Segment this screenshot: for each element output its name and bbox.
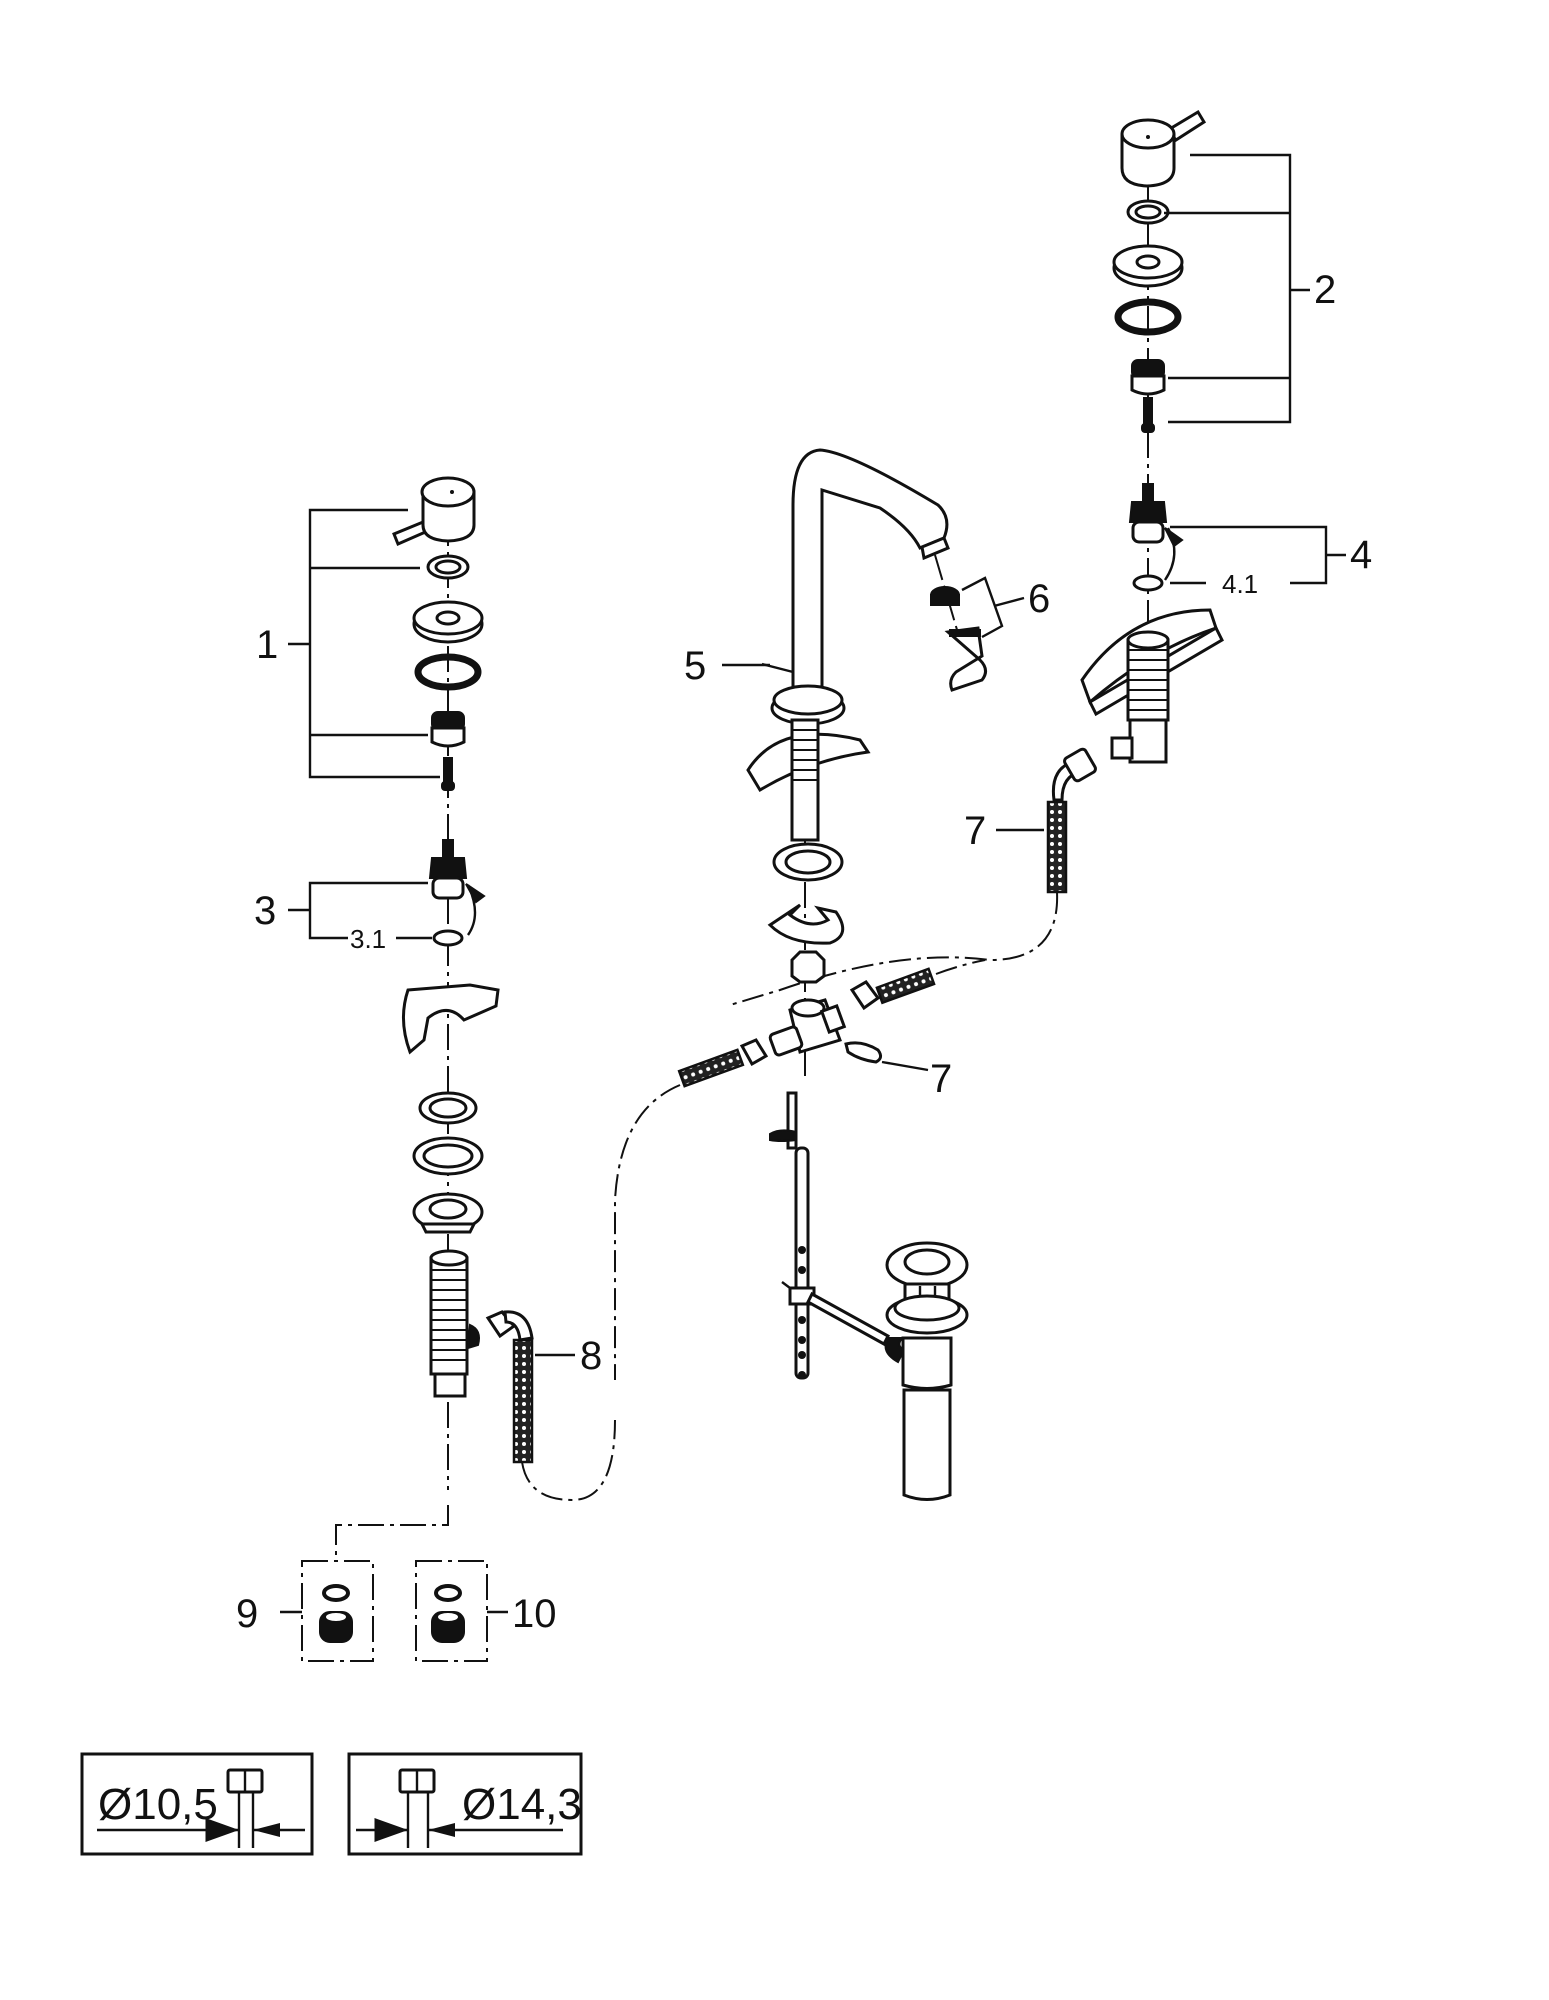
tee-hose-left — [614, 1038, 769, 1380]
right-cartridge — [1128, 483, 1184, 581]
right-deck-shank — [1080, 608, 1224, 764]
popup-waste — [769, 1091, 969, 1501]
tee-connector — [768, 998, 847, 1057]
left-shank — [429, 1249, 480, 1398]
left-handle — [392, 476, 476, 546]
right-rosette — [1112, 244, 1184, 288]
lift-rod — [786, 1091, 798, 1150]
callout-1: 1 — [256, 623, 278, 667]
fitting-set-10: 10 — [415, 1560, 557, 1662]
aerator-key — [944, 626, 987, 692]
callout-10: 10 — [512, 1592, 557, 1636]
spout-horseshoe — [767, 903, 845, 945]
right-screw — [1141, 397, 1155, 433]
callout-8-left: 8 — [580, 1334, 602, 1378]
callout-9: 9 — [236, 1592, 258, 1636]
dimension-label-14-3: Ø14,3 — [462, 1780, 582, 1829]
spout-nut — [790, 950, 826, 984]
left-rosette — [412, 600, 484, 644]
fitting-set-9: 9 — [236, 1560, 374, 1662]
right-adapter — [1130, 359, 1166, 396]
left-cartridge — [428, 839, 486, 936]
left-handle-assembly: 1 3.1 3 — [254, 476, 500, 1490]
tee-hose-right — [849, 959, 986, 1011]
left-deck-spacer — [401, 983, 500, 1055]
left-screw — [441, 757, 455, 791]
left-oring — [414, 653, 482, 691]
dimension-box-14-3: Ø14,3 — [347, 1752, 583, 1856]
callout-4-1: 4.1 — [1222, 569, 1258, 599]
callout-3: 3 — [254, 889, 276, 933]
spout-assembly: 5 6 — [614, 448, 1050, 1380]
drain-body — [884, 1241, 969, 1501]
spout-shank — [746, 718, 871, 842]
dimension-label-10-5: Ø10,5 — [98, 1780, 218, 1829]
fitting-sets: 9 10 — [236, 1505, 557, 1662]
right-cartridge-oring — [1132, 574, 1164, 592]
right-oring — [1114, 298, 1182, 336]
right-handle — [1120, 109, 1207, 188]
callout-2: 2 — [1314, 268, 1336, 312]
retaining-clip — [844, 1041, 883, 1064]
left-hose: 8 — [485, 1310, 616, 1502]
callout-8-right: 7 — [964, 809, 986, 853]
callout-7: 7 — [930, 1057, 952, 1101]
callout-5: 5 — [684, 644, 706, 688]
callout-6: 6 — [1028, 577, 1050, 621]
pivot-rod — [806, 1291, 890, 1347]
callout-4: 4 — [1350, 533, 1372, 577]
left-locknut — [412, 1192, 484, 1234]
left-cartridge-oring — [432, 929, 464, 947]
right-hose: 7 — [729, 747, 1097, 1006]
spout-base — [770, 684, 846, 726]
callout-3-1: 3.1 — [350, 924, 386, 954]
aerator — [930, 586, 960, 606]
left-adapter — [430, 711, 466, 748]
right-handle-assembly: 2 4.1 4 — [1080, 109, 1372, 764]
dimension-box-10-5: Ø10,5 — [80, 1752, 314, 1856]
